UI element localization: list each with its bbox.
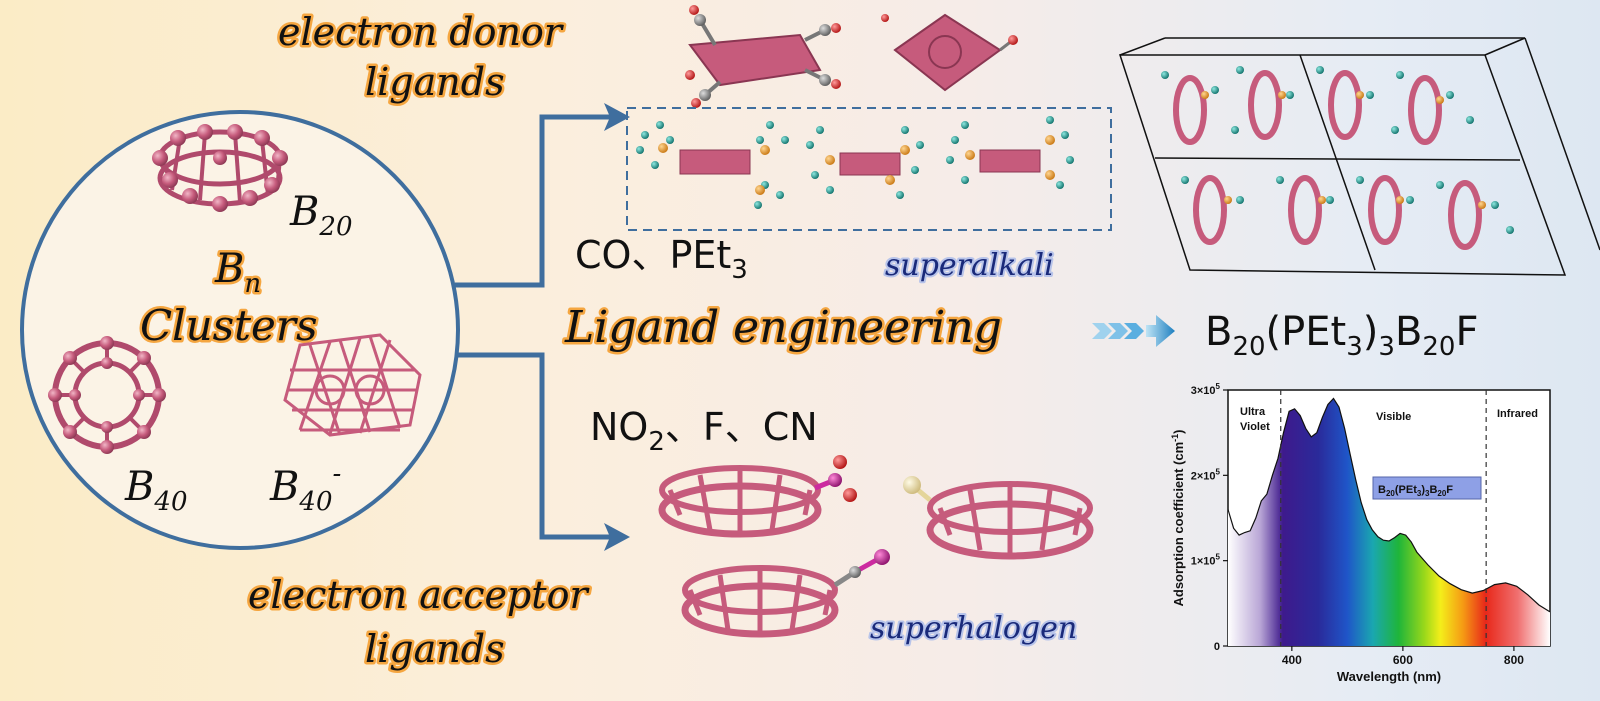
chart-x-axis-label: Wavelength (nm) [1337,669,1441,684]
acceptor-branch-arrow [455,352,612,540]
acceptor-label-line1: electron acceptor [248,573,590,617]
pet3-ligated-cluster-2 [806,126,924,199]
b20-cluster [152,124,288,212]
chart-legend: B20(PEt3)3B20F [1372,476,1482,500]
superhalogen-label: superhalogen [870,611,1077,646]
region-label-infrared: Infrared [1497,408,1538,420]
crystal-lattice [1118,37,1600,276]
chart-legend-box [1372,476,1482,500]
chart-x-tick-label: 400 [1282,653,1302,667]
chart-y-tick-label: 0 [1214,641,1220,653]
region-label-uv-line2: Violet [1240,421,1270,433]
acceptor-arrow-head [604,523,630,551]
chart-series-line [1227,397,1551,613]
superalkali-label: superalkali [885,248,1054,283]
pet3-ligated-cluster-3 [946,116,1074,189]
no2-ligated-cluster [658,455,857,538]
ligand-engineering-title: Ligand engineering [564,302,1002,353]
chart-legend-label: B20(PEt3)3B20F [1378,484,1453,498]
acceptor-label-line2: ligands [365,627,505,671]
donor-branch-arrow [455,114,612,288]
donor-arrow-head [604,103,630,131]
chart-y-axis-label: Adsorption coefficient (cm-1) [1170,429,1186,606]
cn-ligated-cluster [681,549,890,638]
b40-anion-cluster [283,333,422,437]
donor-label-line2: ligands [365,60,505,104]
co-ligated-cluster-1 [685,5,841,108]
bn-label: Bn [214,246,261,299]
chart-series-area [1228,398,1550,646]
f-ligated-cluster [903,476,1094,560]
chart-y-tick-label: 3×105 [1191,382,1221,397]
acceptor-ligand-formulas: NO2、F、CN [590,405,818,457]
donor-label-line1: electron donor [278,10,565,54]
absorption-chart: 400 600 800 0 1×105 2×105 3×105 Adsorption coe… [1170,382,1551,684]
b40-anion-label: B40- [269,459,341,517]
b40-label: B40 [124,464,188,517]
b20-label: B20 [289,189,353,242]
region-label-visible: Visible [1376,411,1411,423]
chart-x-tick-label: 600 [1393,653,1413,667]
donor-ligand-formulas: CO、PEt3 [575,233,748,285]
product-arrow [1092,315,1175,347]
chart-x-tick-label: 800 [1504,653,1524,667]
pet3-dashed-box [626,107,1112,231]
pet3-ligated-cluster-1 [636,121,789,209]
chart-y-tick-label: 2×105 [1191,467,1221,482]
co-ligated-cluster-2 [881,13,1018,92]
chart-y-tick-label: 1×105 [1191,553,1221,568]
b40-cluster [48,336,166,454]
region-label-uv-line1: Ultra [1240,406,1266,418]
product-formula: B20(PEt3)3B20F [1205,309,1479,362]
clusters-label: Clusters [140,301,318,350]
